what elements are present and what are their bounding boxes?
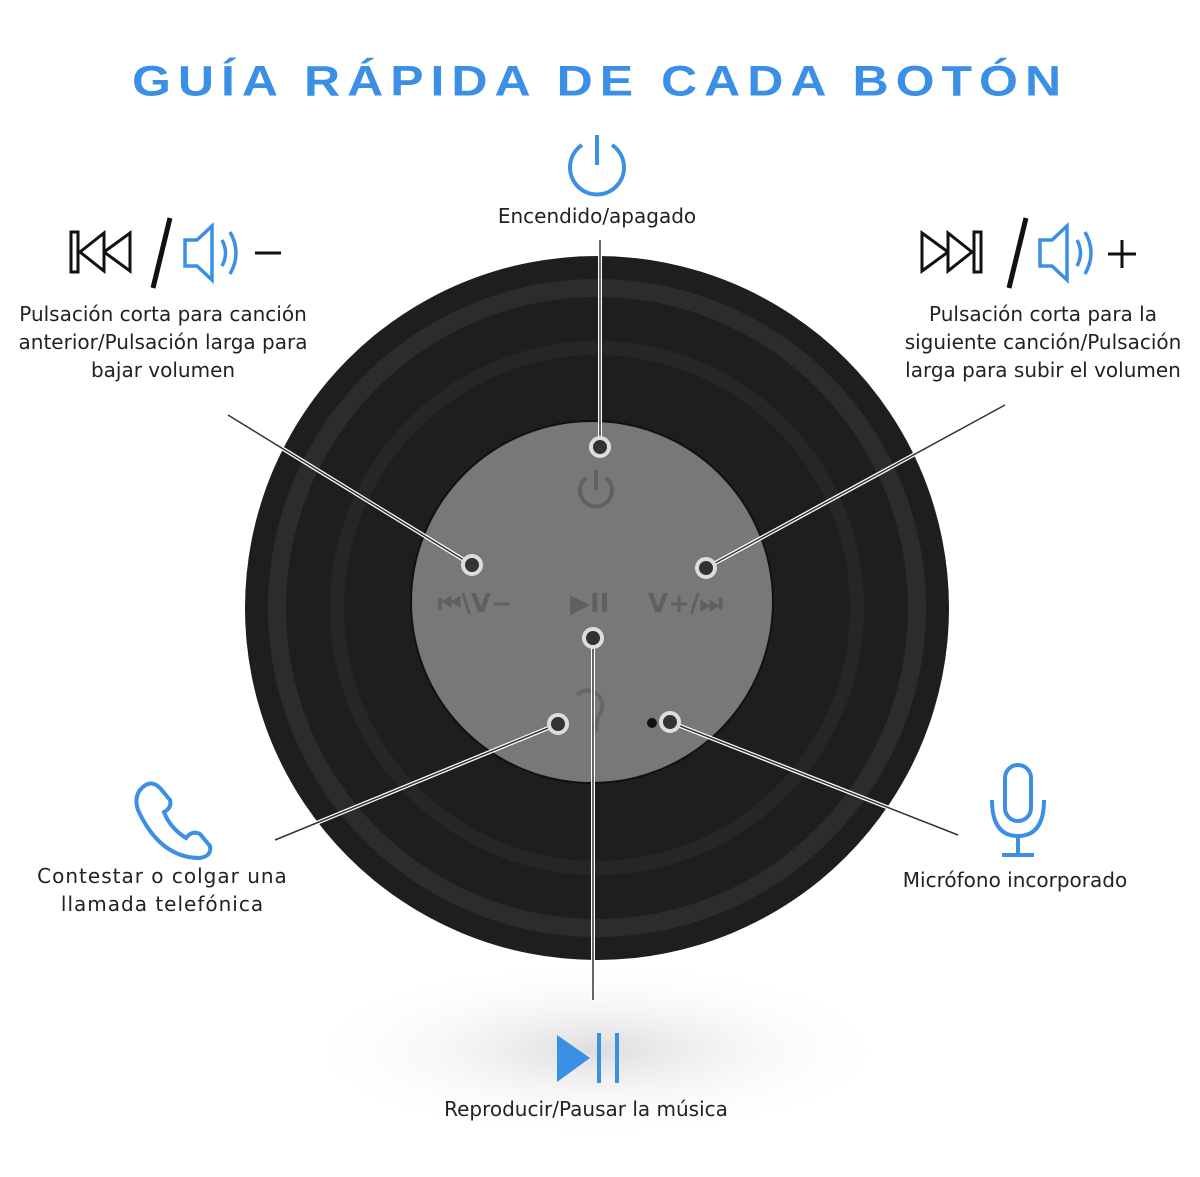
volume-down-icon — [183, 221, 238, 285]
phone-icon — [134, 781, 213, 861]
next-volume-up-label: Pulsación corta para la siguiente canció… — [904, 302, 1182, 382]
button-markers — [461, 436, 717, 735]
next-track-icon — [920, 229, 983, 275]
mic-hole — [647, 718, 657, 728]
call-label: Contestar o colgar una llamada telefónic… — [37, 864, 288, 916]
power-marking — [578, 470, 614, 509]
play-marking: ▶II — [570, 589, 609, 619]
slash-divider — [150, 217, 173, 289]
prev-marking: ⏮\V− — [438, 589, 513, 619]
call-marking — [575, 688, 605, 733]
microphone-label: Micrófono incorporado — [902, 868, 1128, 892]
previous-volume-down-label: Pulsación corta para canción anterior/Pu… — [18, 302, 308, 382]
play-pause-icon — [557, 1033, 619, 1083]
volume-up-icon — [1038, 221, 1093, 285]
plus-icon — [1108, 240, 1136, 268]
leader-lines — [227, 240, 1006, 1000]
page-title: GUÍA RÁPIDA DE CADA BOTÓN — [131, 57, 1069, 105]
play-pause-label: Reproducir/Pausar la música — [444, 1097, 728, 1121]
speaker-rim — [268, 279, 926, 937]
slash-divider — [1006, 217, 1029, 289]
previous-track-icon — [69, 229, 132, 275]
power-label: Encendido/apagado — [497, 204, 697, 228]
power-icon — [568, 135, 626, 197]
next-marking: V+/⏭ — [648, 589, 723, 619]
microphone-icon — [990, 763, 1046, 857]
